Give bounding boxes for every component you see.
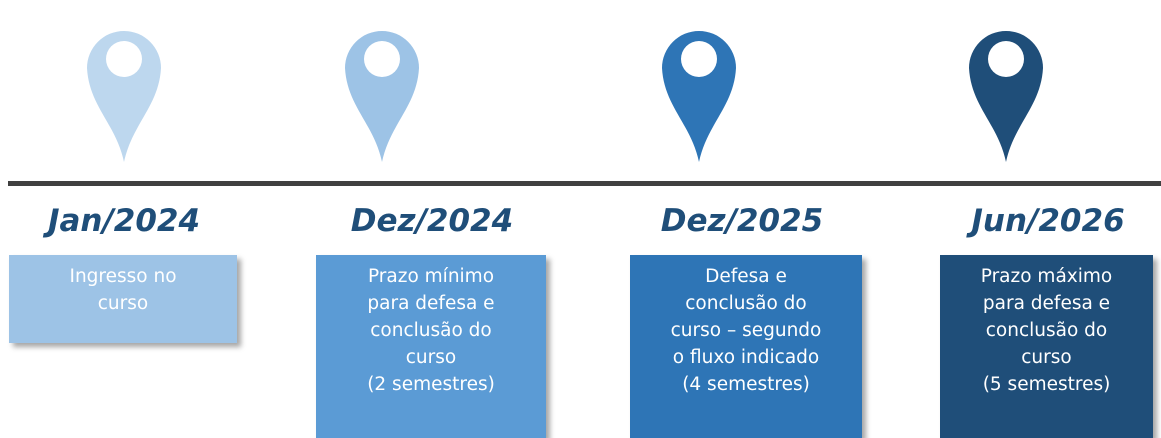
milestone-description-line: curso: [405, 347, 457, 368]
milestone-description-line: curso: [1021, 347, 1072, 368]
milestone-date: Dez/2025: [660, 203, 824, 239]
milestone-description-line: (4 semestres): [682, 374, 810, 395]
map-pin-icon: [83, 14, 165, 164]
milestone-description-line: Defesa e: [705, 266, 787, 287]
milestone-description-line: conclusão do: [685, 293, 807, 314]
milestone-description-box: Prazo máximo para defesa e conclusão do cur…: [940, 255, 1153, 438]
milestone-date: Dez/2024: [350, 203, 514, 239]
milestone-description-line: conclusão do: [985, 320, 1108, 341]
milestone-description-line: Prazo máximo: [980, 266, 1113, 287]
milestone-description-box: Defesa e conclusão do curso – segundo o flu…: [630, 255, 862, 438]
milestone-description-line: conclusão do: [370, 320, 492, 341]
milestone-description-box: Ingresso no curso: [9, 255, 237, 343]
timeline-axis-line: [8, 181, 1161, 186]
milestone-description-box: Prazo mínimo para defesa e conclusão do cur…: [316, 255, 546, 438]
map-pin-icon: [658, 14, 740, 164]
milestone-description-line: (5 semestres): [982, 374, 1111, 395]
milestone-date: Jun/2026: [971, 203, 1125, 239]
milestone-description-line: curso: [97, 293, 149, 314]
milestone-description-line: (2 semestres): [367, 374, 495, 395]
map-pin-icon: [965, 14, 1047, 164]
milestone-description-line: o fluxo indicado: [672, 347, 820, 368]
milestone-description-line: Ingresso no: [69, 266, 177, 287]
map-pin-icon: [341, 14, 423, 164]
milestone-date: Jan/2024: [47, 203, 201, 239]
milestone-description-line: Prazo mínimo: [367, 266, 495, 287]
milestone-description-line: curso – segundo: [670, 320, 822, 341]
milestone-description-line: para defesa e: [367, 293, 495, 314]
milestone-description-line: para defesa e: [982, 293, 1111, 314]
